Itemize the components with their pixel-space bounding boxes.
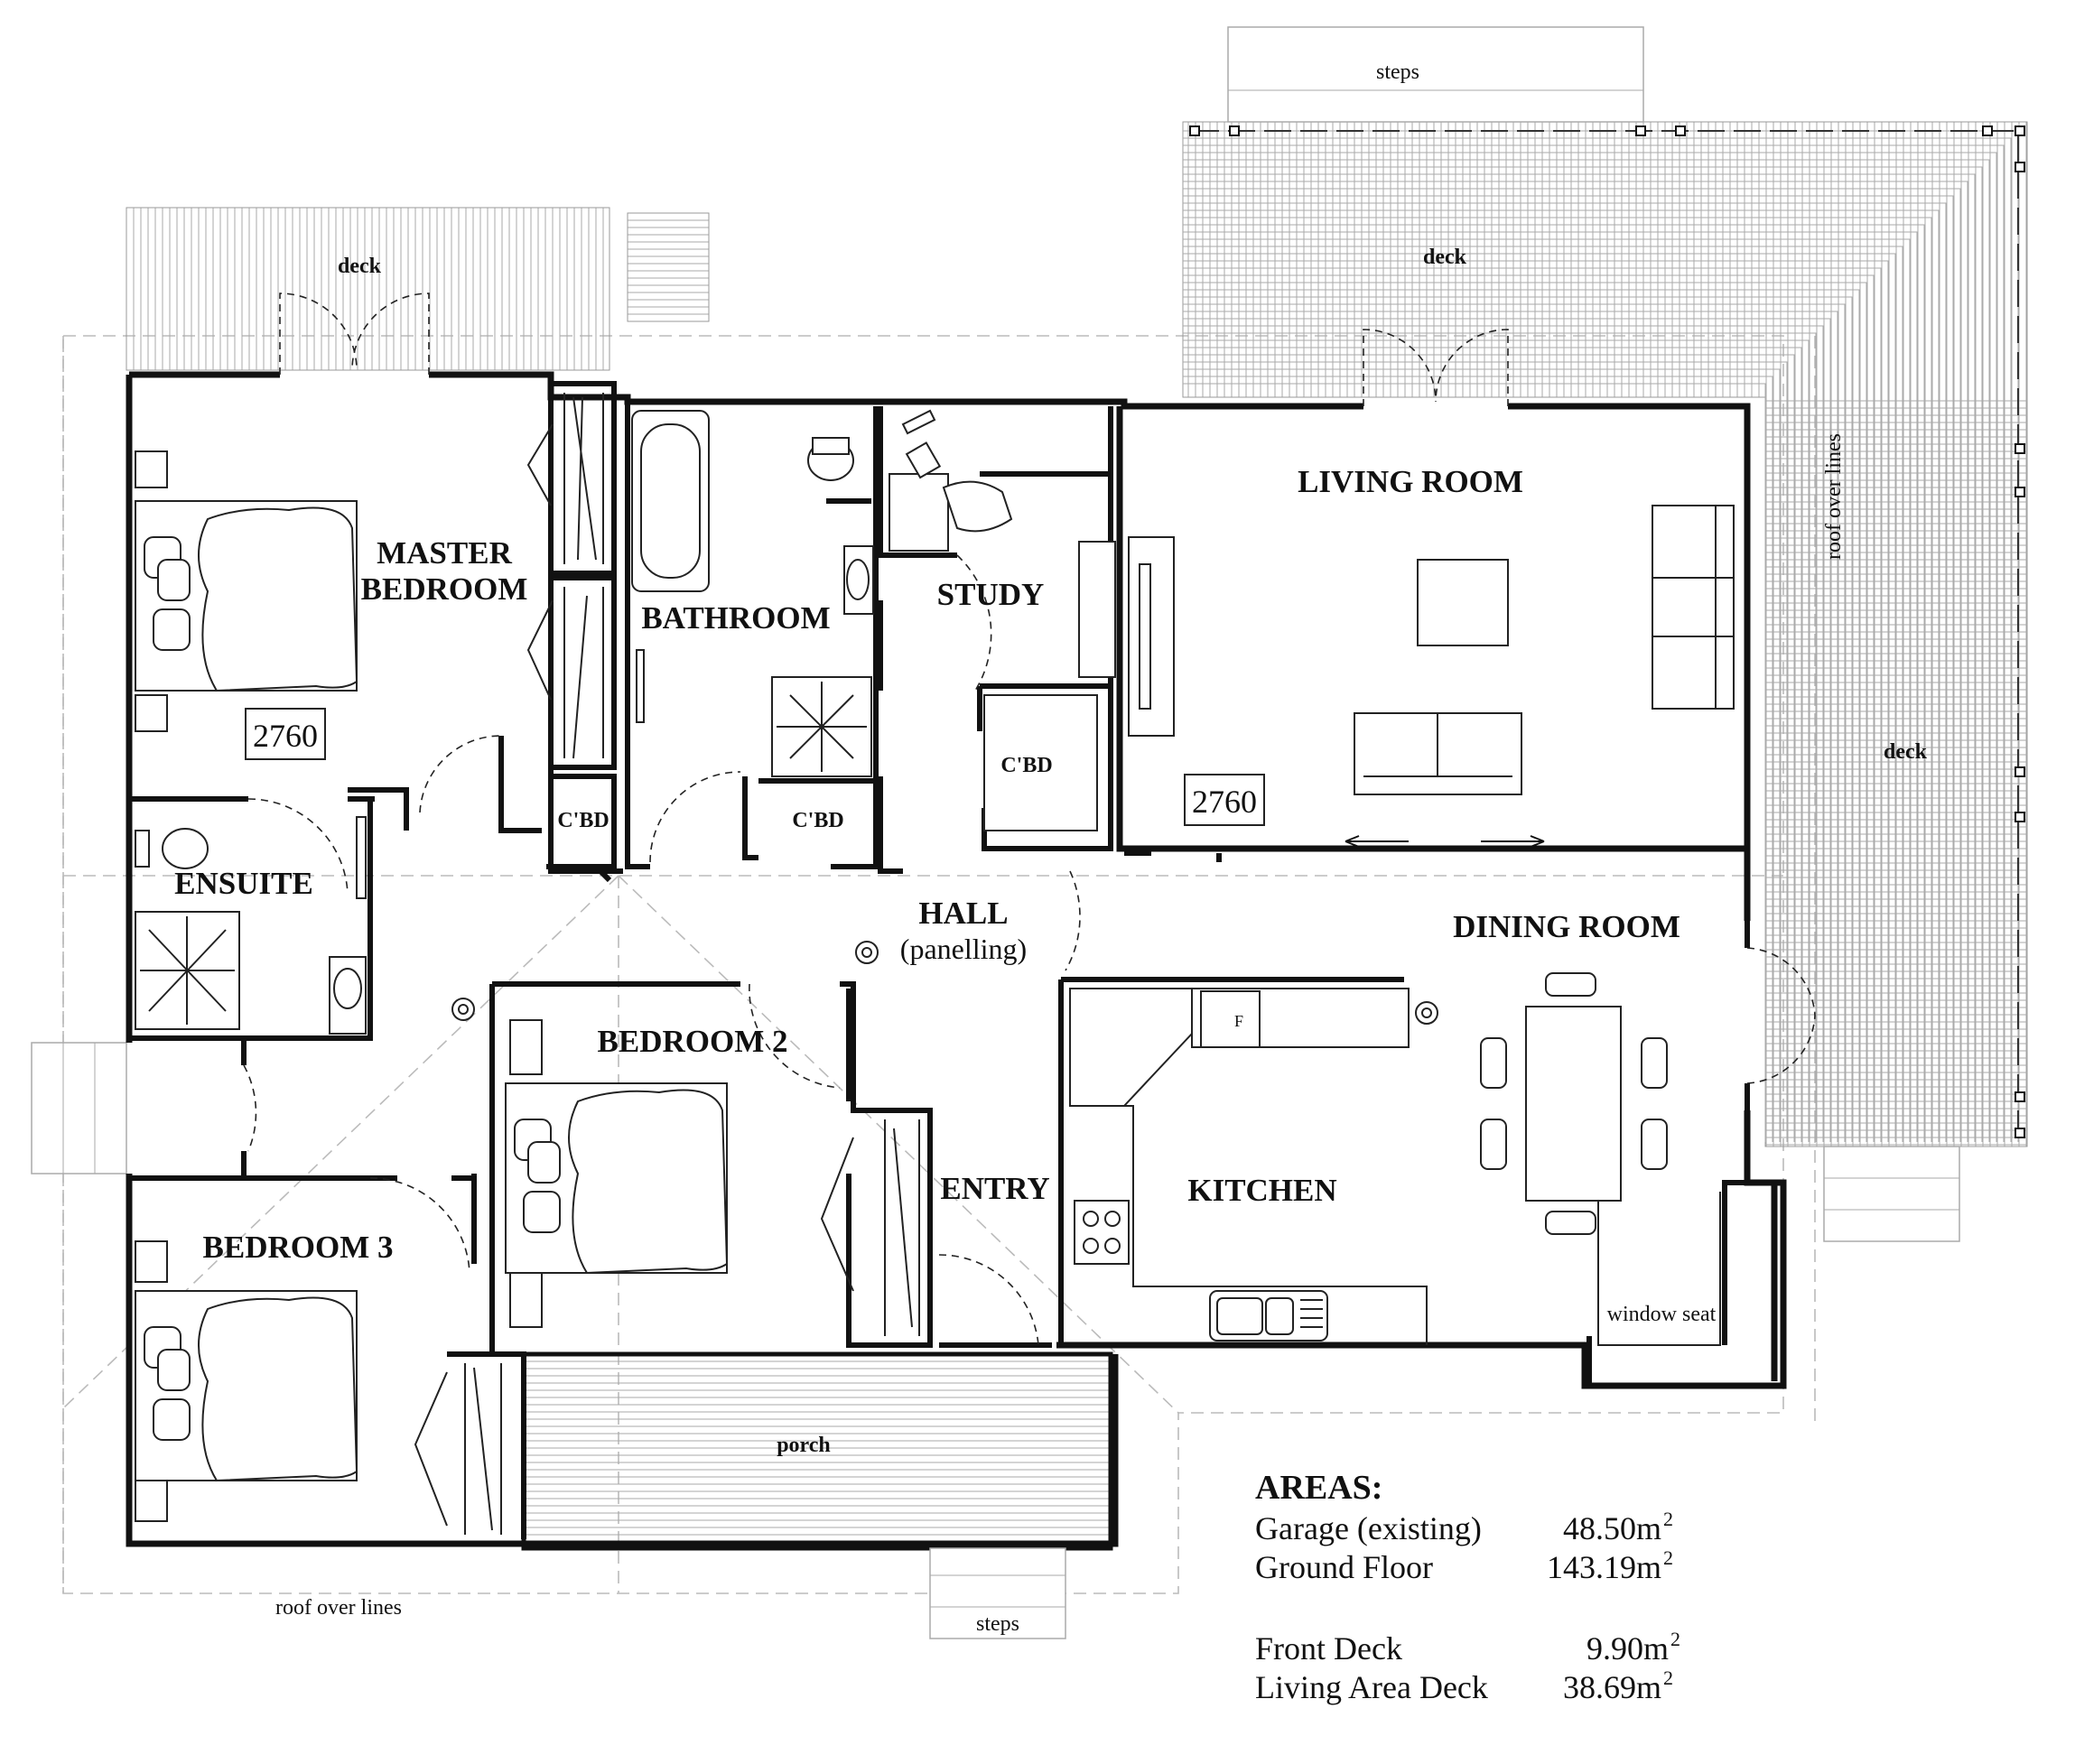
master-deck bbox=[126, 207, 710, 371]
ceiling-height-master: 2760 bbox=[245, 708, 326, 760]
living-furniture bbox=[1128, 505, 1735, 850]
labels: deck deck deck steps steps porch roof ov… bbox=[174, 60, 1927, 1636]
master-bedroom-label-line1: MASTER bbox=[377, 535, 512, 571]
master-bedroom-label-line2: BEDROOM bbox=[361, 571, 528, 607]
areas-table: AREAS: Garage (existing) 48.50m 2 Ground… bbox=[1255, 1469, 1680, 1705]
cbd-label-study: C'BD bbox=[1000, 754, 1052, 777]
porch bbox=[521, 1351, 1113, 1639]
area-value-ground-floor: 143.19m bbox=[1547, 1549, 1661, 1585]
svg-text:2: 2 bbox=[1663, 1667, 1673, 1689]
svg-text:2760: 2760 bbox=[1192, 784, 1257, 820]
window-seat-label: window seat bbox=[1607, 1303, 1717, 1326]
area-value-front-deck: 9.90m bbox=[1586, 1630, 1669, 1667]
bedroom2-label: BEDROOM 2 bbox=[598, 1024, 788, 1059]
living-room-label: LIVING ROOM bbox=[1298, 464, 1523, 499]
side-steps bbox=[31, 1042, 127, 1174]
dining-room-label: DINING ROOM bbox=[1453, 909, 1680, 944]
svg-text:2: 2 bbox=[1663, 1508, 1673, 1530]
bedroom3-label: BEDROOM 3 bbox=[203, 1230, 394, 1265]
living-deck bbox=[1182, 26, 2028, 1242]
porch-label: porch bbox=[777, 1434, 831, 1457]
svg-text:2: 2 bbox=[1663, 1546, 1673, 1569]
roof-over-lines-bottom-label: roof over lines bbox=[275, 1596, 402, 1620]
area-value-living-area-deck: 38.69m bbox=[1563, 1669, 1661, 1705]
entry-label: ENTRY bbox=[940, 1171, 1049, 1206]
front-steps-label: steps bbox=[976, 1612, 1019, 1636]
study-furniture bbox=[889, 409, 1116, 831]
kitchen-label: KITCHEN bbox=[1187, 1173, 1336, 1208]
hall-label: HALL bbox=[918, 896, 1008, 931]
area-name-garage: Garage (existing) bbox=[1255, 1510, 1482, 1546]
wardrobes bbox=[414, 393, 920, 1535]
area-name-ground-floor: Ground Floor bbox=[1255, 1549, 1433, 1585]
side-deck-label: deck bbox=[1884, 740, 1928, 764]
beds bbox=[135, 450, 729, 1522]
top-steps-label: steps bbox=[1376, 60, 1419, 84]
door-swings bbox=[243, 292, 1816, 1346]
cbd-label-bathroom: C'BD bbox=[792, 809, 843, 832]
bathroom-fixtures bbox=[135, 410, 874, 1035]
fridge-label: F bbox=[1234, 1012, 1243, 1030]
ensuite-label: ENSUITE bbox=[174, 866, 313, 901]
area-value-garage: 48.50m bbox=[1563, 1510, 1661, 1546]
svg-text:2: 2 bbox=[1670, 1628, 1680, 1650]
living-deck-label: deck bbox=[1423, 246, 1467, 269]
exterior-walls bbox=[126, 371, 1787, 1547]
hall-note-label: (panelling) bbox=[900, 933, 1027, 965]
kitchen-fixtures bbox=[1069, 988, 1438, 1345]
areas-title: AREAS: bbox=[1255, 1469, 1382, 1507]
bathroom-label: BATHROOM bbox=[641, 600, 830, 636]
svg-text:2760: 2760 bbox=[253, 718, 318, 754]
cbd-label-master: C'BD bbox=[557, 809, 609, 832]
roof-over-lines-right-label: roof over lines bbox=[1822, 433, 1846, 560]
area-name-living-area-deck: Living Area Deck bbox=[1255, 1669, 1488, 1705]
study-label: STUDY bbox=[937, 577, 1045, 612]
master-deck-label: deck bbox=[338, 255, 382, 278]
light-fittings bbox=[451, 941, 879, 1021]
dining-furniture bbox=[1480, 972, 1721, 1346]
interior-walls bbox=[129, 381, 1752, 1539]
area-name-front-deck: Front Deck bbox=[1255, 1630, 1402, 1667]
ceiling-height-living: 2760 bbox=[1184, 774, 1265, 826]
